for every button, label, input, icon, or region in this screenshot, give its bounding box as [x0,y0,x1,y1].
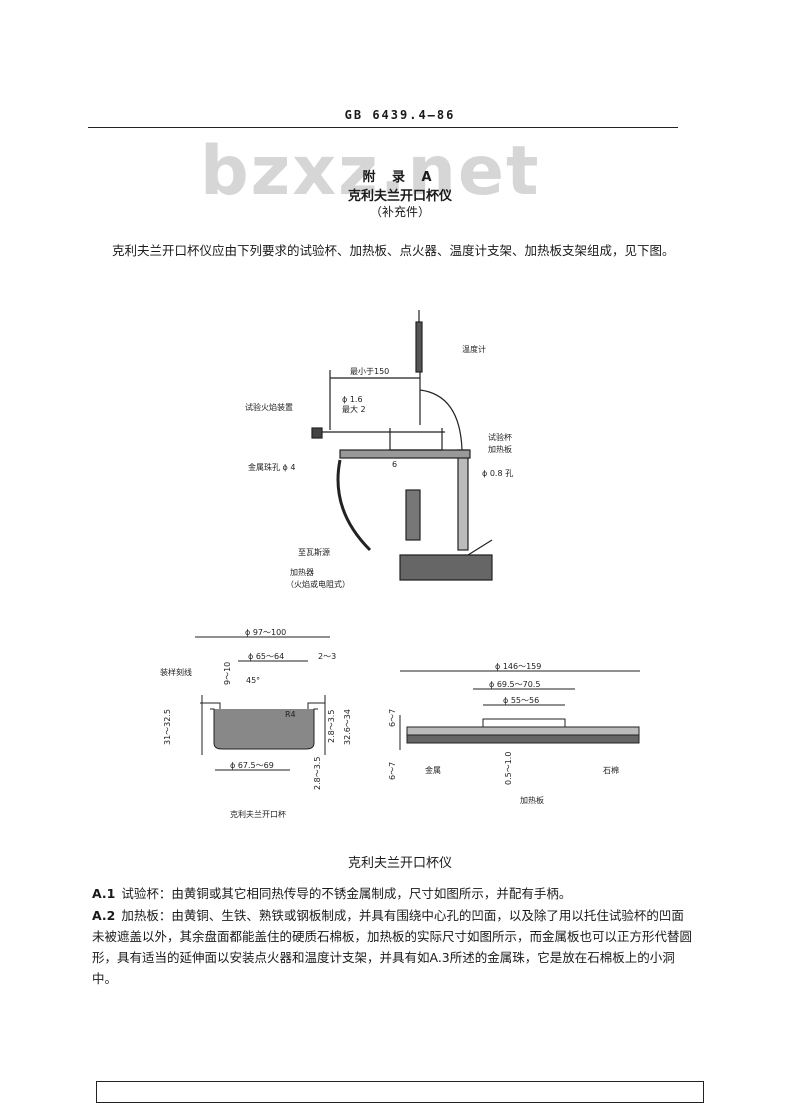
cup-angle: 45° [246,676,260,685]
label-gas-pipe: 至瓦斯源 [298,547,330,557]
cup-h31: 31～32.5 [163,709,172,745]
clause-a1: A.1 试验杯：由黄铜或其它相同热传导的不锈金属制成，尺寸如图所示，并配有手柄。 [92,883,692,904]
plate-asbestos: 石棉 [603,765,619,775]
label-thermometer: 温度计 [462,344,486,354]
watermark: bzxz.net [200,132,541,211]
cup-h28: 2.8～3.5 [327,710,336,743]
cup-d-bottom: ϕ 67.5～69 [230,761,274,770]
label-min150: 最小于150 [350,367,389,376]
header-rule [88,127,678,128]
label-flame-device: 试验火焰装置 [245,402,293,412]
cup-d-outer: ϕ 97～100 [245,628,286,637]
cup-r4: R4 [285,710,296,719]
standard-header: GB 6439.4—86 [344,108,456,122]
cup-h326: 32.6～34 [343,709,352,745]
cup-fill-line: 装样刻线 [160,667,192,677]
cup-h9-10: 9～10 [223,662,232,685]
plate-depth: 0.5～1.0 [504,752,513,785]
plate-h6-7b: 6～7 [388,762,397,780]
label-phi08: ϕ 0.8 孔 [482,469,513,478]
label-heater-type: （火焰或电阻式） [286,579,350,589]
appendix-title: 克利夫兰开口杯仪 [347,189,452,204]
label-heating-plate: 加热板 [488,444,512,454]
plate-d-recess: ϕ 69.5～70.5 [489,680,540,689]
apparatus-figure: 最小于150 温度计 ϕ 1.6 最大 2 试验火焰装置 试验杯 加热板 金属珠… [245,310,513,589]
cup-h28b: 2.8～3.5 [313,757,322,790]
cup-figure: ϕ 97～100 ϕ 65～64 2～3 装样刻线 45° R4 9～10 31… [160,628,352,819]
clause-a1-text: 试验杯：由黄铜或其它相同热传导的不锈金属制成，尺寸如图所示，并配有手柄。 [121,886,572,901]
label-heater: 加热器 [290,567,314,577]
clause-a1-number: A.1 [92,886,116,901]
clause-a2-text: 加热板：由黄铜、生铁、熟铁或钢板制成，并具有围绕中心孔的凹面，以及除了用以托住试… [92,908,693,986]
appendix-note: （补充件） [369,205,430,219]
label-six: 6 [392,460,397,469]
plate-caption: 加热板 [520,795,544,805]
cup-rim: 2～3 [318,652,336,661]
footer-box [96,1081,704,1103]
figure-caption: 克利夫兰开口杯仪 [347,856,452,871]
intro-paragraph: 克利夫兰开口杯仪应由下列要求的试验杯、加热板、点火器、温度计支架、加热板支架组成… [112,243,675,258]
label-phi16: ϕ 1.6 [342,395,363,404]
plate-d-hole: ϕ 55～56 [503,696,539,705]
plate-d-outer: ϕ 146～159 [495,662,541,671]
plate-figure: ϕ 146～159 ϕ 69.5～70.5 ϕ 55～56 6～7 6～7 0.… [388,662,640,805]
cup-d-inner: ϕ 65～64 [248,652,284,661]
cup-caption: 克利夫兰开口杯 [230,809,286,819]
label-max2: 最大 2 [342,404,366,414]
appendix-label: 附 录 A [362,170,438,185]
label-test-cup: 试验杯 [488,432,512,442]
plate-h6-7a: 6～7 [388,709,397,727]
clause-a2-number: A.2 [92,908,116,923]
label-metal-bead: 金属珠孔 ϕ 4 [248,462,295,472]
plate-metal: 金属 [425,765,441,775]
